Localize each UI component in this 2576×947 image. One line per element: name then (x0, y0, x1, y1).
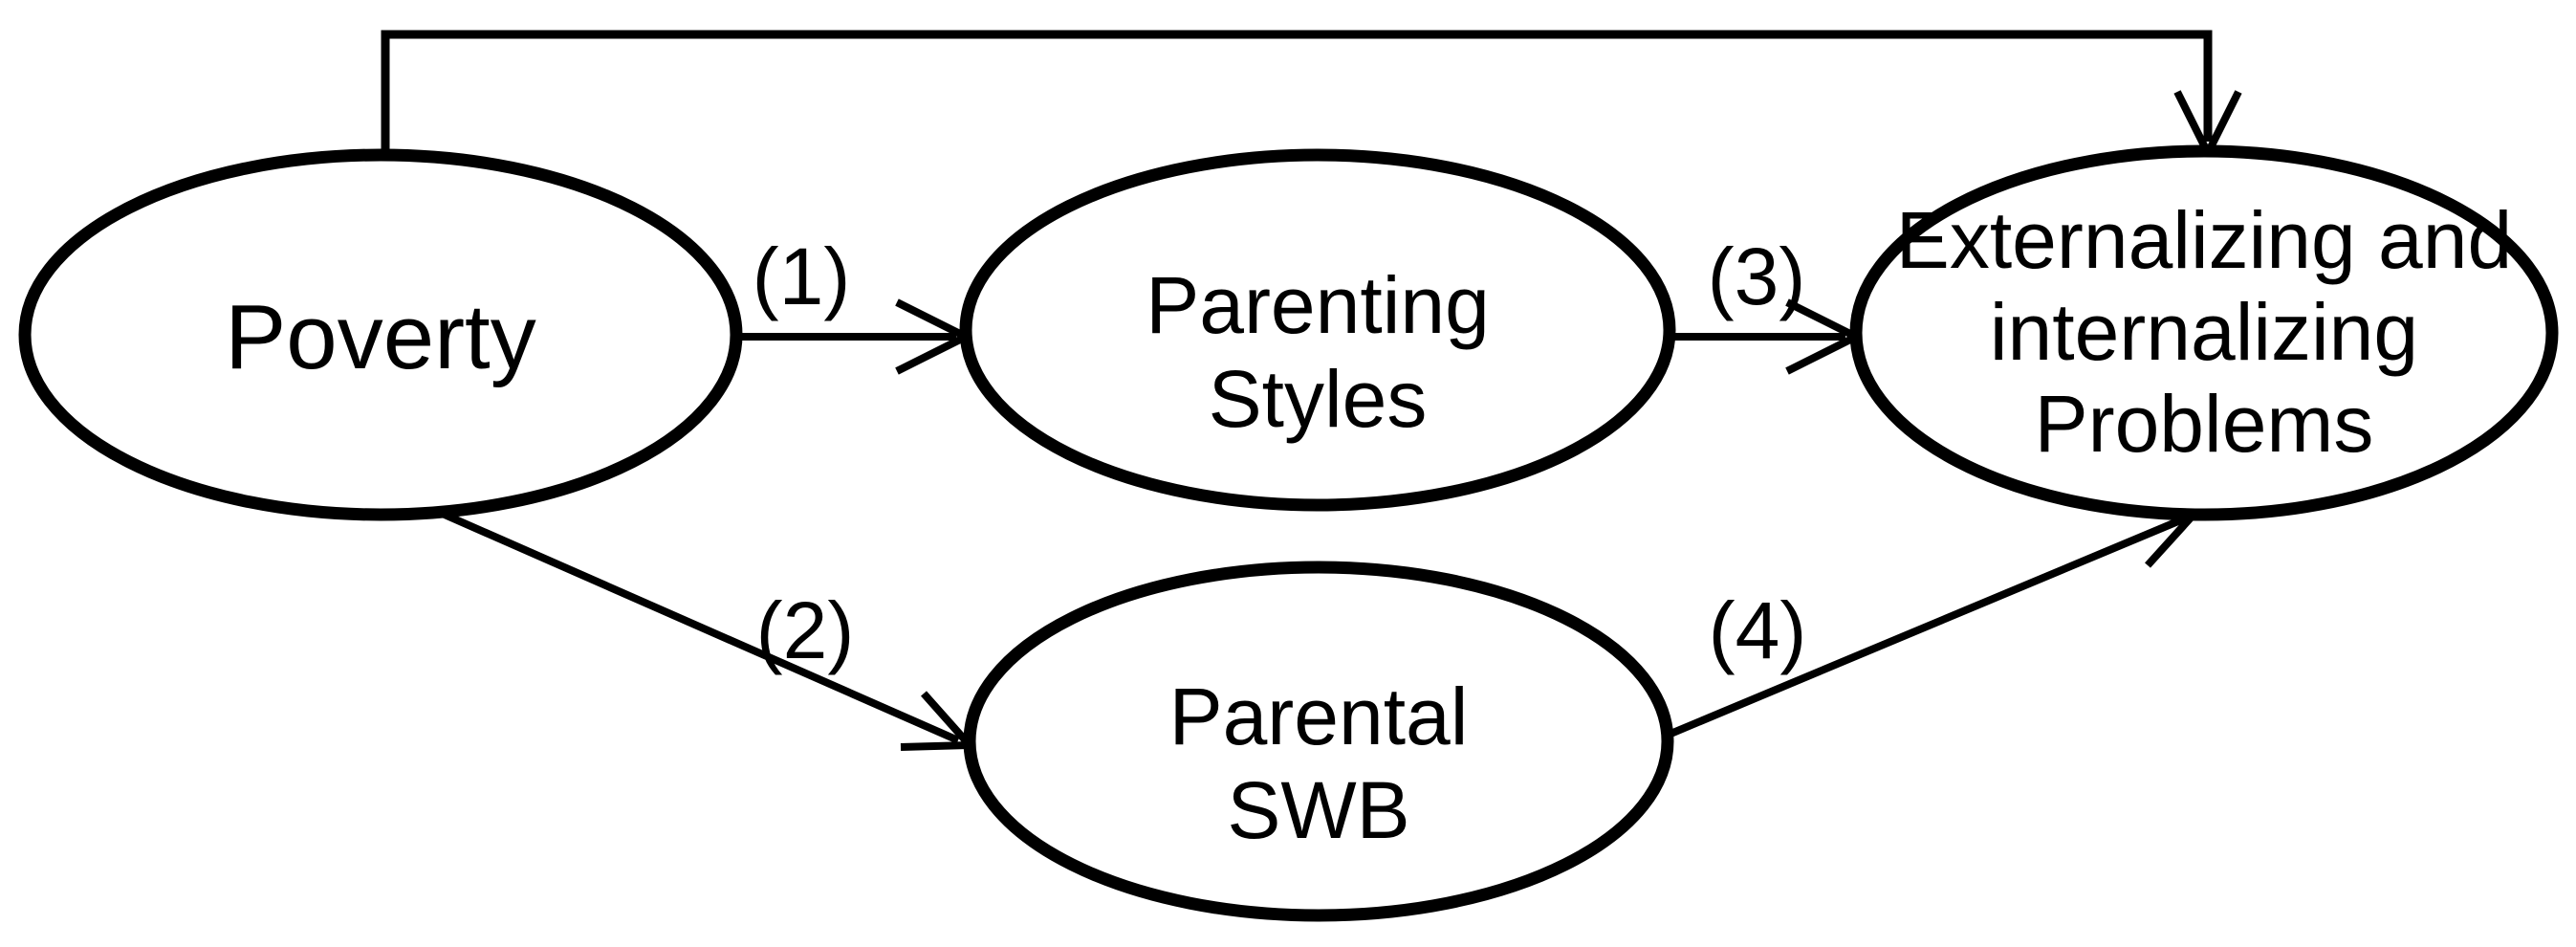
node-parenting-styles: Parenting Styles (959, 148, 1676, 512)
node-parenting-styles-label-line2: Styles (1209, 354, 1428, 444)
node-problems-label-line1: Externalizing and (1896, 195, 2512, 285)
edge-label-2: (2) (756, 585, 855, 675)
node-problems-label-line3: Problems (2035, 379, 2374, 469)
edge-poverty-to-problems-direct-line (381, 30, 2213, 163)
edge-swb-to-problems-line (1662, 515, 2187, 740)
node-parenting-styles-label-line1: Parenting (1146, 260, 1490, 350)
edge-poverty-to-swb (404, 494, 978, 751)
node-parental-swb-label-line2: SWB (1227, 765, 1409, 855)
node-parental-swb-label-line1: Parental (1169, 672, 1469, 761)
edge-poverty-to-problems-direct (381, 30, 2242, 163)
node-parental-swb-ellipse (963, 561, 1674, 922)
node-problems: Externalizing and internalizing Problems (1849, 144, 2559, 521)
edge-poverty-to-swb-line (404, 494, 960, 744)
edge-label-1: (1) (753, 231, 851, 321)
node-parenting-styles-ellipse (959, 148, 1676, 512)
node-parental-swb: Parental SWB (963, 561, 1674, 922)
node-poverty: Poverty (18, 148, 743, 521)
edge-label-4: (4) (1709, 585, 1807, 675)
node-poverty-ellipse (18, 148, 743, 521)
node-problems-label-line2: internalizing (1990, 287, 2418, 377)
node-problems-ellipse (1849, 144, 2559, 521)
node-poverty-label: Poverty (225, 286, 535, 388)
edge-label-3: (3) (1708, 231, 1806, 321)
